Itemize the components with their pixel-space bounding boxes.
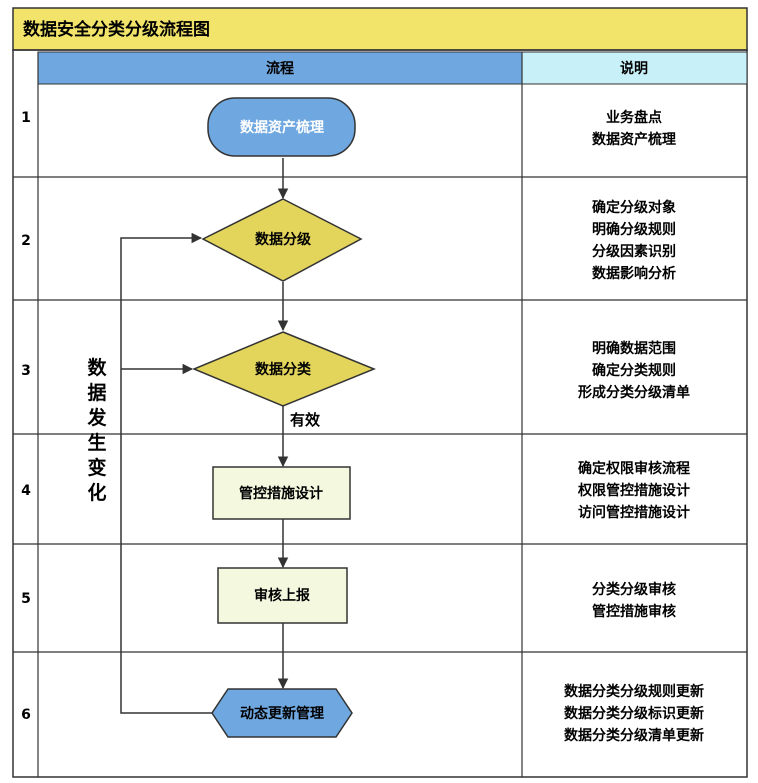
node-data-asset-review-label: 数据资产梳理	[240, 119, 324, 136]
table-frame	[12, 49, 748, 778]
node-control-measure-design	[212, 466, 351, 520]
node-data-classification	[192, 331, 376, 407]
row-4-description-line: 访问管控措施设计	[578, 504, 690, 521]
data-change-label-char: 生	[87, 431, 106, 454]
node-control-measure-design-label: 管控措施设计	[239, 485, 323, 502]
row-number-3: 3	[21, 363, 31, 379]
row-2-description-line: 明确分级规则	[592, 221, 676, 238]
data-change-label-char: 发	[86, 406, 107, 429]
row-2-description-line: 数据影响分析	[592, 265, 676, 282]
node-data-classification-label: 数据分类	[255, 361, 312, 378]
row-5-description-line: 分类分级审核	[592, 581, 676, 598]
flow-header-label: 流程	[266, 60, 294, 77]
feedback-loop-line	[120, 232, 213, 714]
node-data-grading-label: 数据分级	[255, 231, 312, 248]
edge-label-valid: 有效	[290, 411, 321, 429]
row-2-description-line: 确定分级对象	[592, 199, 676, 216]
node-dynamic-update-management	[211, 688, 353, 738]
row-3-description-line: 明确数据范围	[592, 340, 676, 357]
flow-header-cell	[37, 51, 523, 85]
description-column: 业务盘点数据资产梳理确定分级对象明确分级规则分级因素识别数据影响分析明确数据范围…	[564, 109, 704, 744]
row-3-description-line: 形成分类分级清单	[578, 384, 690, 401]
row-5-description-line: 管控措施审核	[592, 603, 676, 620]
title-bar	[12, 7, 748, 51]
desc-header-cell	[521, 51, 748, 85]
row-3-description-line: 确定分类规则	[592, 362, 676, 379]
node-dynamic-update-management-label: 动态更新管理	[240, 705, 324, 722]
row-1-description-line: 业务盘点	[606, 109, 662, 126]
row-number-6: 6	[21, 707, 31, 723]
desc-header-label: 说明	[620, 60, 648, 77]
data-change-label-char: 变	[87, 456, 106, 479]
row-2-description-line: 分级因素识别	[592, 243, 676, 260]
node-review-report	[217, 567, 348, 624]
node-review-report-label: 审核上报	[254, 587, 310, 604]
data-change-label-char: 数	[87, 356, 107, 379]
row-6-description-line: 数据分类分级规则更新	[564, 683, 704, 700]
row-6-description-line: 数据分类分级标识更新	[564, 705, 704, 722]
row-number-5: 5	[21, 591, 31, 607]
diagram-title: 数据安全分类分级流程图	[23, 19, 210, 40]
data-change-label-char: 化	[87, 481, 106, 504]
row-number-1: 1	[21, 110, 31, 126]
row-4-description-line: 权限管控措施设计	[577, 482, 690, 499]
node-data-asset-review	[207, 97, 356, 157]
node-data-grading	[201, 198, 363, 282]
row-4-description-line: 确定权限审核流程	[578, 460, 690, 477]
row-number-2: 2	[21, 233, 31, 249]
row-dividers	[13, 176, 747, 653]
row-6-description-line: 数据分类分级清单更新	[564, 727, 704, 744]
row-1-description-line: 数据资产梳理	[592, 131, 676, 148]
row-number-4: 4	[21, 483, 31, 499]
data-change-label-char: 据	[87, 381, 106, 404]
